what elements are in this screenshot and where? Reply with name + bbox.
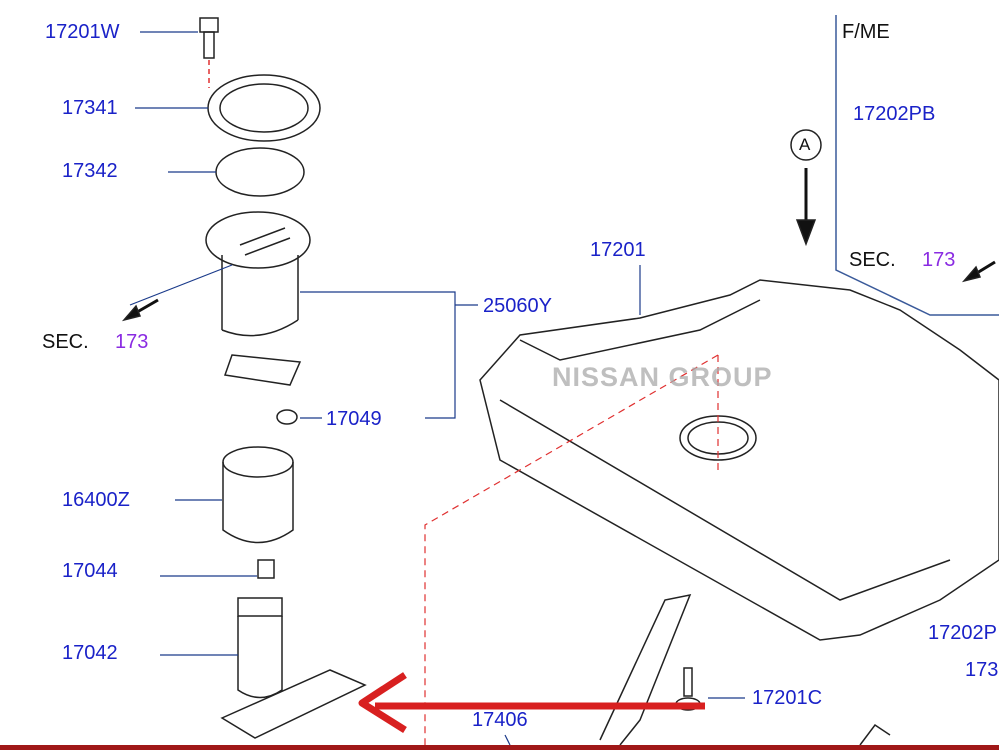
leader-lines — [129, 31, 745, 746]
bottom-border — [0, 745, 999, 750]
part-label-17201c[interactable]: 17201C — [752, 687, 823, 709]
part-label-25060y[interactable]: 25060Y — [483, 295, 552, 317]
section-link-173-left[interactable]: 173 — [115, 331, 149, 353]
view-a-label: A — [799, 135, 811, 154]
filter-16400z — [222, 446, 294, 544]
part-label-17044[interactable]: 17044 — [62, 560, 118, 582]
gasket-17342 — [215, 147, 305, 197]
section-title-fme: F/ME — [842, 21, 890, 43]
part-label-17342[interactable]: 17342 — [62, 160, 118, 182]
part-label-17201[interactable]: 17201 — [590, 239, 646, 261]
part-label-17042[interactable]: 17042 — [62, 642, 118, 664]
section-border — [835, 15, 999, 316]
section-link-173-right[interactable]: 173 — [922, 249, 956, 271]
fuel-tank-17201 — [479, 279, 999, 641]
part-17044 — [257, 559, 275, 579]
part-label-16400z[interactable]: 16400Z — [62, 489, 130, 511]
ring-17341 — [207, 74, 321, 142]
part-label-17201w[interactable]: 17201W — [45, 21, 120, 43]
part-label-17341[interactable]: 17341 — [62, 97, 118, 119]
section-label-right: SEC. — [849, 249, 896, 271]
part-label-173[interactable]: 173 — [965, 659, 999, 681]
view-a-circle — [790, 129, 822, 161]
pump-module-25060y — [205, 211, 311, 386]
part-label-17406[interactable]: 17406 — [472, 709, 528, 731]
pump-17042 — [220, 597, 367, 739]
bracket-17406 — [599, 593, 692, 746]
part-label-17049[interactable]: 17049 — [326, 408, 382, 430]
red-annotation-arrow — [358, 672, 705, 733]
part-label-17202pb[interactable]: 17202PB — [853, 103, 936, 125]
bolt-17201w — [199, 17, 219, 59]
section-label-left: SEC. — [42, 331, 89, 353]
watermark: NISSAN GROUP — [552, 362, 773, 392]
part-label-17202p[interactable]: 17202P — [928, 622, 997, 644]
oring-17049 — [276, 409, 298, 425]
